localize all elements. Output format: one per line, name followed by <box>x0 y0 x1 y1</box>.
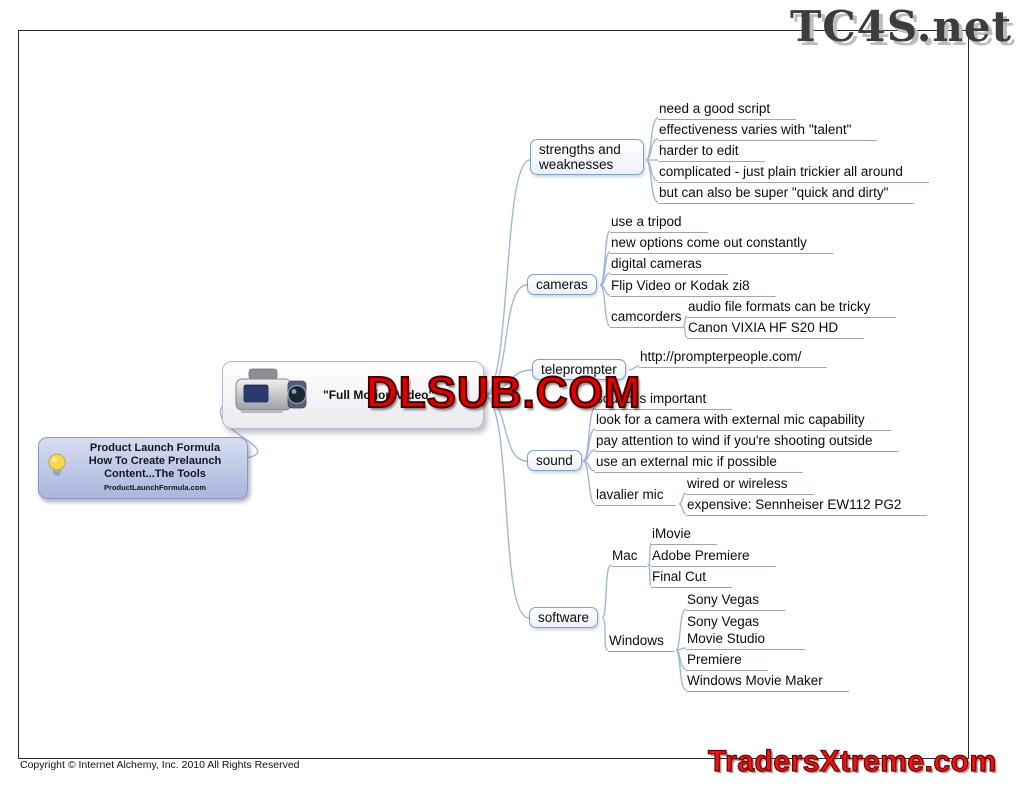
tradersxtreme-watermark: TradersXtreme.com <box>707 744 997 778</box>
mindmap-leaf: need a good script <box>658 101 797 120</box>
mindmap-leaf: effectiveness varies with "talent" <box>658 122 878 141</box>
lightbulb-icon <box>45 451 69 486</box>
subtopic-mac: Mac <box>611 548 647 567</box>
subtopic-windows: Windows <box>608 633 674 652</box>
topic-teleprompter: teleprompter <box>532 359 626 380</box>
mindmap-leaf: Flip Video or Kodak zi8 <box>610 278 776 297</box>
mindmap-leaf: use a tripod <box>610 214 708 233</box>
mindmap-leaf: new options come out constantly <box>610 235 833 254</box>
mindmap-leaf: Windows Movie Maker <box>686 673 849 692</box>
topic-software: software <box>529 607 599 628</box>
mindmap-leaf: sound is important <box>595 391 733 410</box>
mindmap-leaf: look for a camera with external mic capa… <box>595 412 891 431</box>
dlsub-watermark: DLSUB.COM <box>365 367 642 418</box>
root-line-2: How To Create Prelaunch <box>88 455 222 467</box>
mindmap-leaf: Canon VIXIA HF S20 HD <box>687 320 865 339</box>
page-border <box>18 30 969 759</box>
mindmap-leaf: http://prompterpeople.com/ <box>639 349 828 368</box>
mindmap-leaf: harder to edit <box>658 143 765 162</box>
camcorder-image <box>231 366 311 425</box>
subtopic-lavalier-mic: lavalier mic <box>595 487 676 506</box>
mindmap-leaf: pay attention to wind if you're shooting… <box>595 433 899 452</box>
mindmap-leaf: complicated - just plain trickier all ar… <box>658 164 929 183</box>
central-topic-node: "Full Motion Video" <box>222 361 484 429</box>
tc4s-watermark: TC4S.net <box>789 2 1012 51</box>
mindmap-leaf: expensive: Sennheiser EW112 PG2 <box>686 497 928 516</box>
subtopic-camcorders: camcorders <box>610 309 684 328</box>
mindmap-leaf: wired or wireless <box>686 476 814 495</box>
root-node: Product Launch Formula How To Create Pre… <box>38 437 248 499</box>
mindmap-leaf: Premiere <box>686 652 768 671</box>
mindmap-leaf: Final Cut <box>651 569 733 588</box>
copyright-text: Copyright © Internet Alchemy, Inc. 2010 … <box>20 759 300 771</box>
mindmap-leaf: digital cameras <box>610 256 728 275</box>
topic-strengths-weaknesses: strengths and weaknesses <box>530 139 644 175</box>
root-node-url: ProductLaunchFormula.com <box>103 483 207 492</box>
mindmap-leaf: use an external mic if possible <box>595 454 803 473</box>
central-topic-label: "Full Motion Video" <box>323 388 435 402</box>
root-line-3: Content...The Tools <box>104 468 206 480</box>
root-line-1: Product Launch Formula <box>89 442 221 454</box>
topic-sound: sound <box>527 450 582 471</box>
topic-cameras: cameras <box>527 274 597 295</box>
mindmap-leaf: Sony Vegas <box>686 592 786 611</box>
mindmap-leaf: Sony Vegas Movie Studio <box>686 613 805 650</box>
mindmap-leaf: but can also be super "quick and dirty" <box>658 185 915 204</box>
mindmap-leaf: iMovie <box>651 526 718 545</box>
mindmap-leaf: Adobe Premiere <box>651 548 776 567</box>
root-node-text: Product Launch Formula How To Create Pre… <box>69 442 241 494</box>
mindmap-leaf: audio file formats can be tricky <box>687 299 897 318</box>
